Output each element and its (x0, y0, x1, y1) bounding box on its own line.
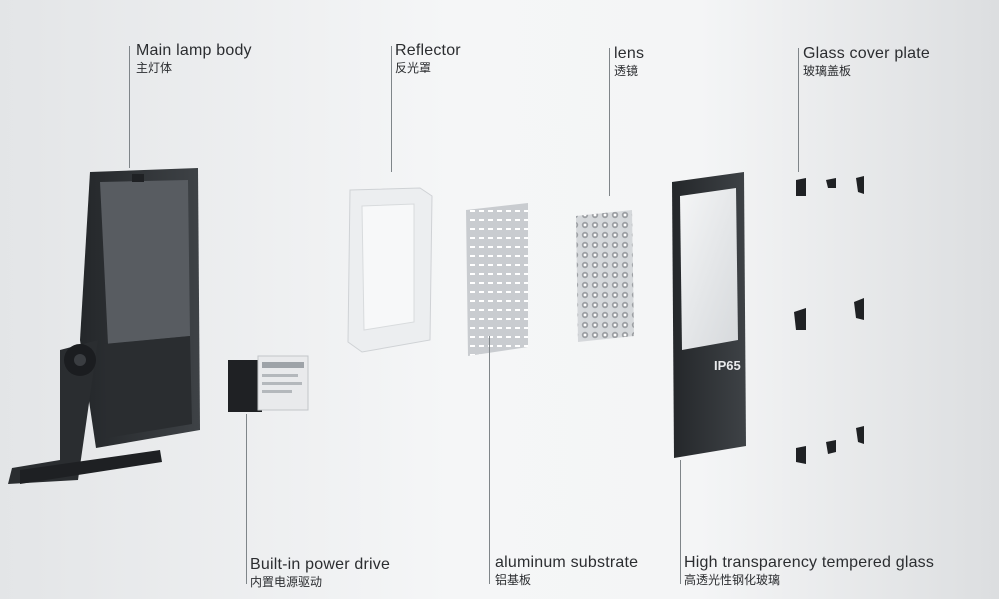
glass-cover-plate-clips (794, 176, 864, 464)
label-cn: 主灯体 (136, 61, 173, 75)
leader-aluminum-substrate (489, 336, 490, 584)
label-en: Glass cover plate (803, 45, 931, 62)
power-drive-illustration (228, 355, 309, 412)
glass-marking: IP65 (714, 358, 741, 373)
label-cn: 透镜 (614, 64, 639, 78)
leader-glass-cover-plate (798, 48, 799, 172)
label-lens: lens 透镜 (614, 45, 644, 79)
label-cn: 玻璃盖板 (803, 64, 852, 78)
label-aluminum-substrate: aluminum substrate 铝基板 (495, 554, 638, 588)
label-en: High transparency tempered glass (684, 554, 935, 571)
aluminum-substrate-illustration (466, 203, 528, 356)
leader-reflector (391, 46, 392, 172)
lens-illustration (576, 210, 634, 342)
label-power-drive: Built-in power drive 内置电源驱动 (250, 556, 390, 590)
label-cn: 反光罩 (395, 61, 432, 75)
tempered-glass-illustration (672, 172, 746, 458)
label-main-lamp-body: Main lamp body 主灯体 (136, 42, 252, 76)
label-reflector: Reflector 反光罩 (395, 42, 461, 76)
label-en: lens (614, 45, 645, 62)
leader-lens (609, 48, 610, 196)
label-en: Main lamp body (136, 42, 252, 59)
main-lamp-body-illustration (8, 168, 200, 484)
label-cn: 高透光性钢化玻璃 (684, 573, 781, 587)
label-en: Built-in power drive (250, 556, 391, 573)
leader-tempered-glass (680, 460, 681, 584)
label-en: aluminum substrate (495, 554, 639, 571)
leader-power-drive (246, 414, 247, 584)
label-cn: 内置电源驱动 (250, 575, 323, 589)
label-tempered-glass: High transparency tempered glass 高透光性钢化玻… (684, 554, 934, 588)
label-en: Reflector (395, 42, 461, 59)
label-cn: 铝基板 (495, 573, 532, 587)
leader-main-lamp-body (129, 46, 130, 168)
reflector-illustration (347, 187, 433, 353)
label-glass-cover-plate: Glass cover plate 玻璃盖板 (803, 45, 930, 79)
